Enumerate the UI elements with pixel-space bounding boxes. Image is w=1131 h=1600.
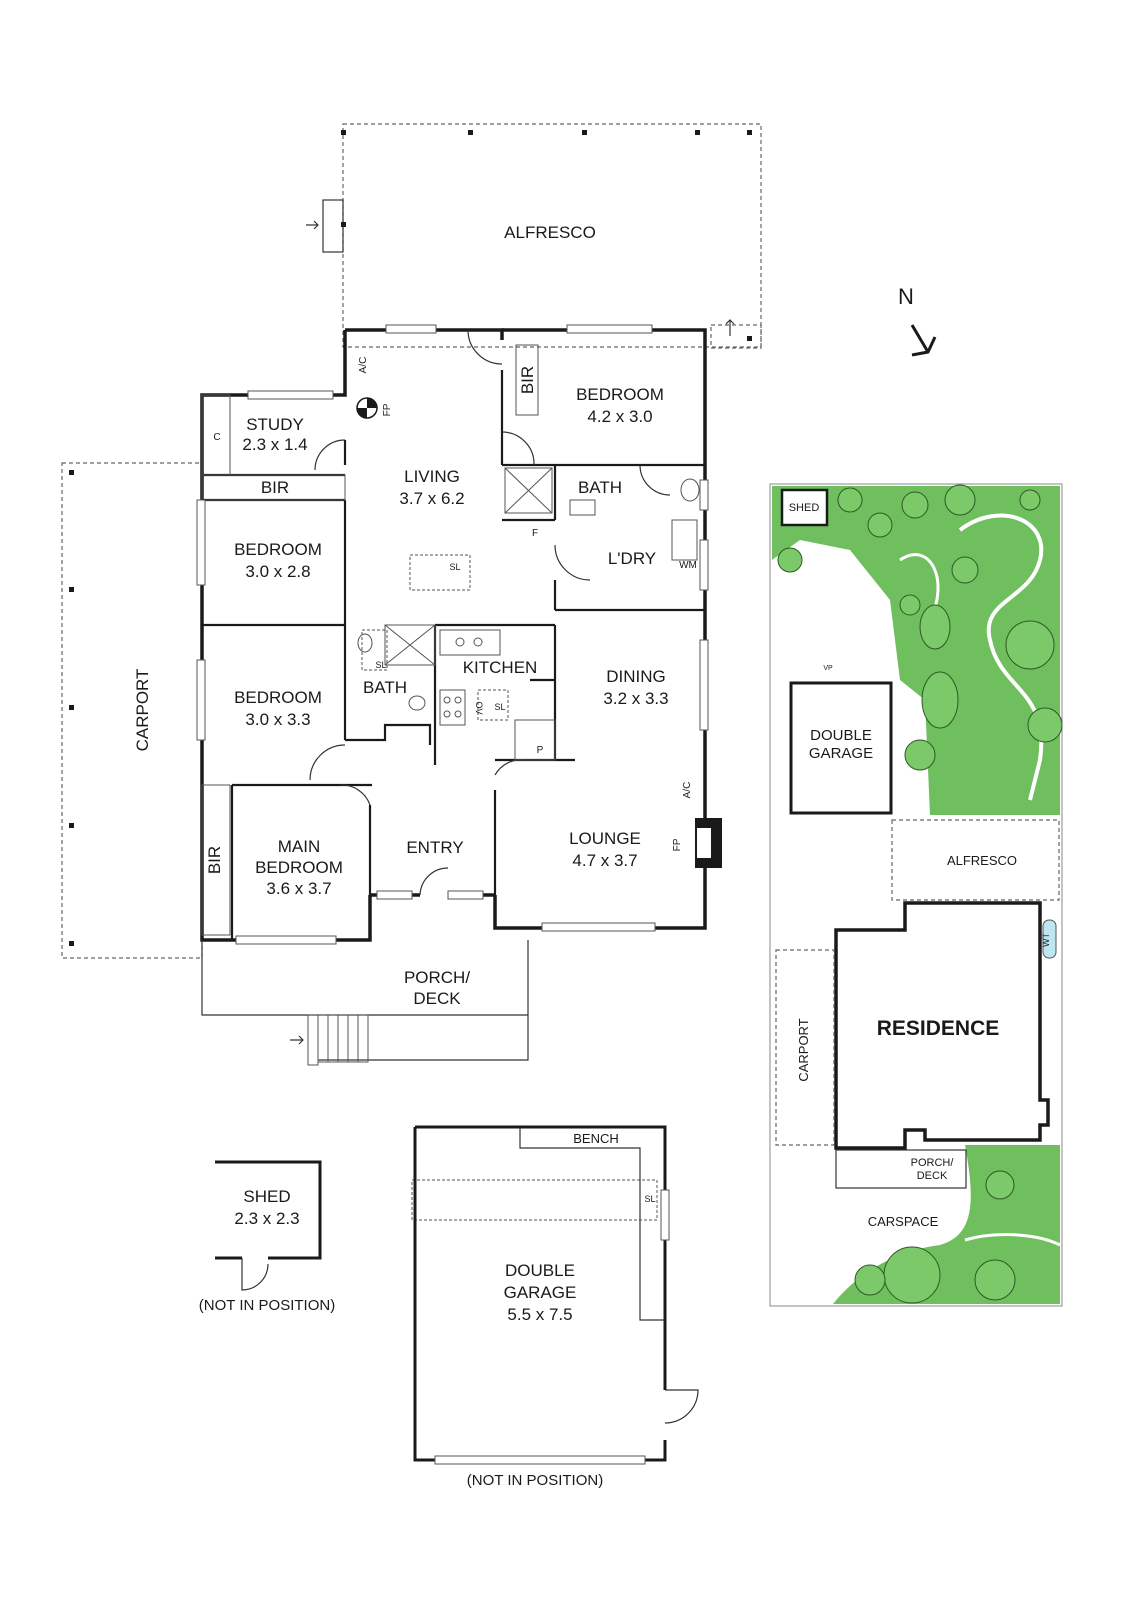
fp-label-living: FP	[382, 403, 393, 416]
site-wt-label: WT	[1041, 933, 1051, 947]
wm-label: WM	[679, 560, 697, 571]
dining-name: DINING	[606, 667, 666, 686]
door-swings	[309, 329, 671, 896]
dining-size: 3.2 x 3.3	[603, 689, 668, 708]
main-bedroom-line1: MAIN	[278, 837, 321, 856]
porch-deck	[201, 940, 529, 1066]
garage-size: 5.5 x 7.5	[507, 1305, 572, 1324]
fixtures	[201, 344, 700, 1221]
living-size: 3.7 x 6.2	[399, 489, 464, 508]
bedroom1-size: 4.2 x 3.0	[587, 407, 652, 426]
site-residence-label: RESIDENCE	[877, 1017, 1000, 1040]
garage-line1: DOUBLE	[505, 1261, 575, 1280]
bir-study-label: BIR	[261, 478, 289, 497]
site-carspace-label: CARSPACE	[868, 1214, 939, 1229]
bath1-label: BATH	[578, 478, 622, 497]
north-compass: N	[898, 284, 937, 357]
sl-label-bath: SL	[375, 660, 386, 670]
lounge-size: 4.7 x 3.7	[572, 851, 637, 870]
bedroom3-name: BEDROOM	[234, 688, 322, 707]
carport-label: CARPORT	[133, 669, 152, 752]
double-garage	[413, 1125, 699, 1465]
site-vp-label: VP	[823, 665, 833, 672]
sl-label-kitchen: SL	[494, 702, 505, 712]
laundry-label: L'DRY	[608, 549, 656, 568]
site-garage-line1: DOUBLE	[810, 727, 872, 744]
bedroom3-size: 3.0 x 3.3	[245, 710, 310, 729]
garage-line2: GARAGE	[504, 1283, 577, 1302]
alfresco-area	[306, 123, 762, 349]
shed-name: SHED	[243, 1187, 290, 1206]
porch-line1: PORCH/	[404, 968, 470, 987]
main-bedroom-line2: BEDROOM	[255, 858, 343, 877]
site-alfresco-label: ALFRESCO	[947, 853, 1017, 868]
sl-label-garage: SL	[644, 1194, 655, 1204]
bir-bedroom1-label: BIR	[518, 366, 537, 394]
bedroom1-name: BEDROOM	[576, 385, 664, 404]
study-size: 2.3 x 1.4	[242, 435, 307, 454]
site-porch-line2: DECK	[917, 1170, 948, 1182]
ov-label: OV	[474, 701, 484, 714]
f-label: F	[532, 528, 538, 539]
site-garage-line2: GARAGE	[809, 745, 873, 762]
kitchen-label: KITCHEN	[463, 658, 538, 677]
sl-label-living: SL	[449, 562, 460, 572]
carport-area	[61, 462, 203, 959]
site-porch-line1: PORCH/	[911, 1157, 955, 1169]
site-shed-label: SHED	[789, 502, 820, 514]
entry-label: ENTRY	[406, 838, 463, 857]
bedroom2-name: BEDROOM	[234, 540, 322, 559]
bath2-label: BATH	[363, 678, 407, 697]
bedroom2-size: 3.0 x 2.8	[245, 562, 310, 581]
study-name: STUDY	[246, 415, 304, 434]
porch-line2: DECK	[413, 989, 461, 1008]
shed	[215, 1160, 322, 1291]
shed-not-in-position: (NOT IN POSITION)	[199, 1297, 335, 1314]
p-label: P	[537, 745, 544, 756]
compass-label: N	[898, 284, 914, 309]
lounge-name: LOUNGE	[569, 829, 641, 848]
fp-label-lounge: FP	[672, 838, 683, 851]
garage-not-in-position: (NOT IN POSITION)	[467, 1472, 603, 1489]
ac-label-lounge: A/C	[682, 782, 693, 799]
c-label: C	[213, 432, 220, 443]
site-plan	[769, 483, 1063, 1307]
alfresco-label: ALFRESCO	[504, 223, 596, 242]
bench-label: BENCH	[573, 1131, 619, 1146]
ac-label-living: A/C	[358, 357, 369, 374]
main-bedroom-size: 3.6 x 3.7	[266, 879, 331, 898]
shed-size: 2.3 x 2.3	[234, 1209, 299, 1228]
living-name: LIVING	[404, 467, 460, 486]
site-carport-label: CARPORT	[796, 1018, 811, 1081]
windows	[196, 324, 709, 945]
bir-main-label: BIR	[205, 846, 224, 874]
